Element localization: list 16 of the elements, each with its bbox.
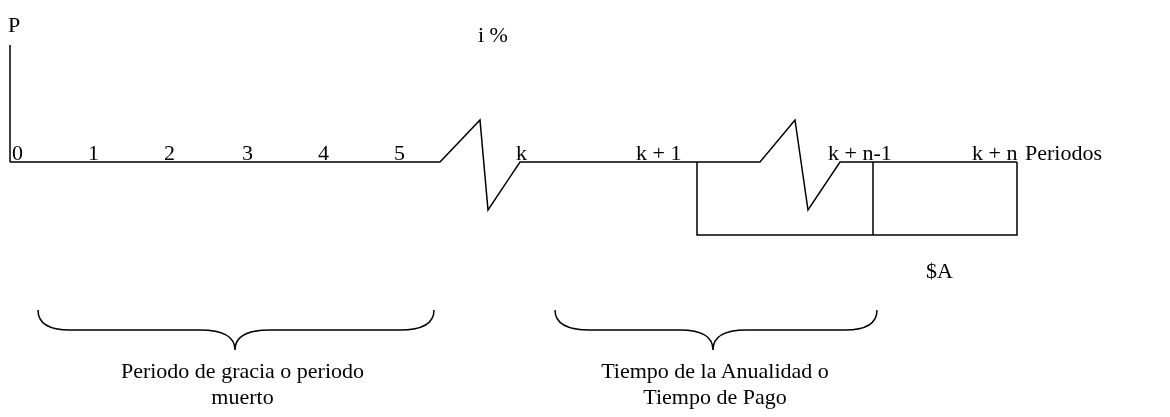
period-number: 1	[88, 140, 99, 166]
period-number: k	[516, 140, 527, 166]
payment-label: $A	[926, 258, 953, 284]
period-number: k + n-1	[828, 140, 892, 166]
period-number: k + n	[972, 140, 1018, 166]
phase-caption: Periodo de gracia o periodo muerto	[119, 358, 366, 410]
period-number: 4	[318, 140, 329, 166]
period-number: k + 1	[636, 140, 682, 166]
period-number: 0	[12, 140, 23, 166]
interest-rate-label: i %	[478, 22, 508, 48]
period-number: 2	[164, 140, 175, 166]
principal-label: P	[8, 12, 21, 38]
axis-title: Periodos	[1025, 140, 1102, 166]
period-number: 5	[394, 140, 405, 166]
period-number: 3	[242, 140, 253, 166]
phase-caption: Tiempo de la Anualidad o Tiempo de Pago	[600, 358, 830, 410]
